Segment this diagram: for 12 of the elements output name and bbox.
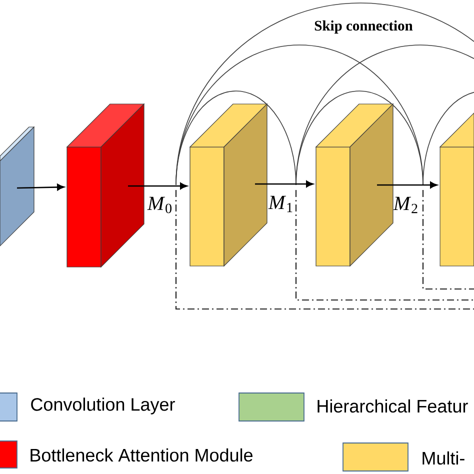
arrow — [377, 182, 438, 188]
edge-label: M$_{1}$ — [268, 196, 292, 212]
arrow — [255, 180, 314, 188]
arrow — [128, 182, 188, 190]
legend-label: Multi- — [422, 451, 464, 465]
legend-label: Hierarchical Featur — [318, 399, 468, 413]
arc-title: Skip connection — [314, 20, 413, 34]
legend-label: Bottleneck Attention Module — [30, 448, 252, 462]
arrow — [16, 184, 64, 191]
edge-label: M$_{2}$ — [393, 196, 418, 214]
edge-label: M$_{0}$ — [147, 196, 172, 214]
legend-label: Convolution Layer — [31, 398, 175, 414]
